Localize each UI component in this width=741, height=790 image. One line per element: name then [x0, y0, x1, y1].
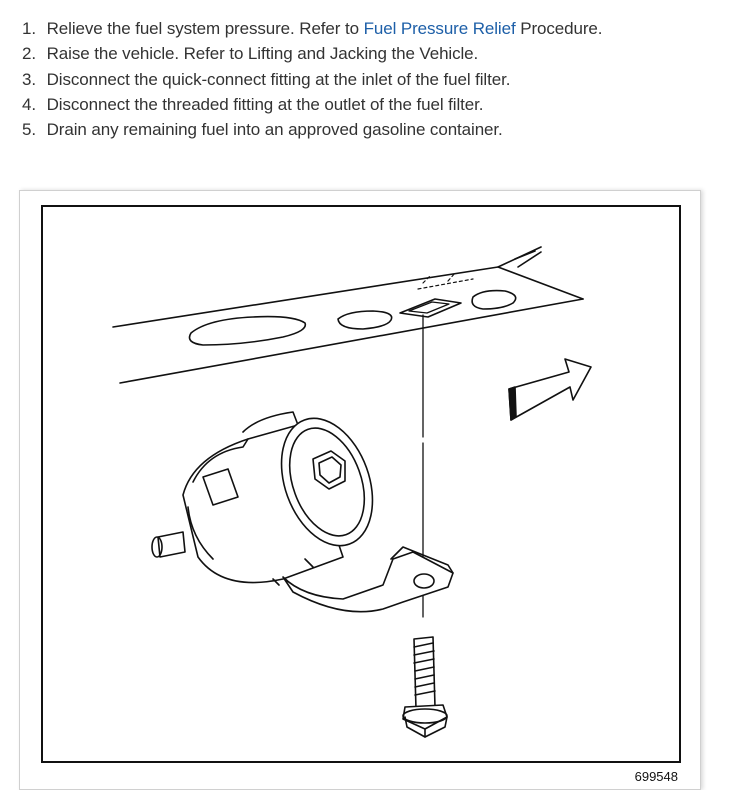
- step-text: Drain any remaining fuel into an approve…: [46, 120, 503, 140]
- step-3: 3. Disconnect the quick-connect fitting …: [22, 67, 602, 92]
- mounting-bolt: [402, 636, 448, 738]
- step-number: 2.: [22, 44, 36, 64]
- step-4: 4. Disconnect the threaded fitting at th…: [22, 92, 602, 117]
- step-number: 1.: [22, 19, 36, 38]
- step-text: Relieve the fuel system pressure. Refer …: [46, 19, 364, 38]
- step-number: 5.: [22, 120, 36, 140]
- fuel-filter: [151, 411, 454, 613]
- fuel-filter-illustration: [41, 205, 681, 763]
- step-1: 1. Relieve the fuel system pressure. Ref…: [22, 16, 602, 41]
- direction-arrow-icon: [508, 358, 592, 421]
- figure-card: 699548: [19, 190, 701, 790]
- fuel-pressure-relief-link[interactable]: Fuel Pressure Relief: [363, 19, 516, 38]
- step-text: Raise the vehicle. Refer to Lifting and …: [46, 44, 479, 64]
- step-2: 2. Raise the vehicle. Refer to Lifting a…: [22, 41, 602, 66]
- step-text: Disconnect the quick-connect fitting at …: [46, 69, 511, 89]
- procedure-steps: 1. Relieve the fuel system pressure. Ref…: [22, 16, 602, 142]
- step-text-tail: Procedure.: [515, 19, 603, 38]
- frame-rail: [112, 246, 584, 384]
- step-number: 4.: [22, 94, 36, 114]
- step-number: 3.: [22, 69, 36, 89]
- fuel-filter-line-art: [112, 246, 592, 738]
- figure-id: 699548: [634, 769, 678, 784]
- step-text: Disconnect the threaded fitting at the o…: [46, 94, 484, 114]
- step-5: 5. Drain any remaining fuel into an appr…: [22, 117, 602, 142]
